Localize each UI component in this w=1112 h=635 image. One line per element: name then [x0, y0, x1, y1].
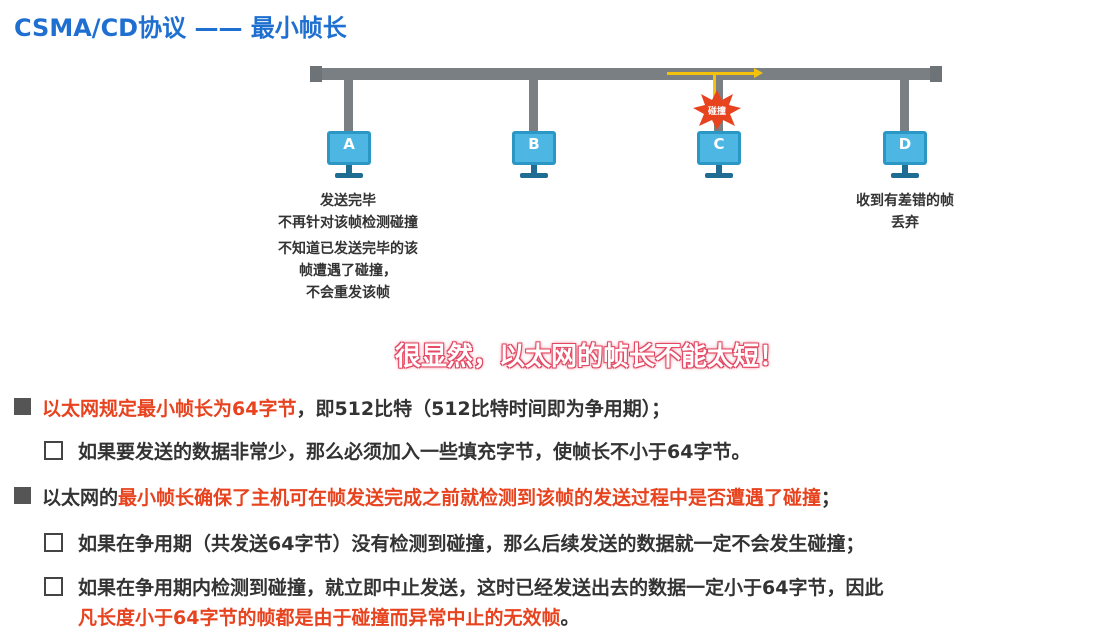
note-a-line: 不知道已发送完毕的该 [278, 241, 418, 257]
bus-line [310, 66, 942, 82]
bullet-square-icon [14, 487, 31, 504]
note-d-line: 丢弃 [891, 215, 919, 231]
bullet-2-sub-2-line-1: 如果在争用期内检测到碰撞，就立即中止发送，这时已经发送出去的数据一定小于64字节… [78, 577, 884, 599]
checkbox-icon [44, 577, 63, 596]
monitor-icon [883, 131, 927, 165]
bullet-1-rest: ，即512比特（512比特时间即为争用期）； [296, 398, 671, 420]
note-host-d: 收到有差错的帧 丢弃 [830, 190, 980, 234]
collision-burst-icon: 碰撞 [693, 90, 741, 130]
page-title: CSMA/CD协议 —— 最小帧长 [14, 14, 347, 42]
stem-a [344, 78, 353, 132]
bullet-2-pre: 以太网的 [42, 487, 119, 509]
slogan-text: 很显然，以太网的帧长不能太短！ [395, 342, 786, 372]
signal-arrow-down [713, 74, 716, 98]
host-label: D [898, 135, 912, 153]
host-label: C [713, 135, 725, 153]
monitor-icon [512, 131, 556, 165]
collision-label: 碰撞 [707, 105, 726, 117]
host-a: A [327, 131, 371, 183]
host-label: A [343, 135, 355, 153]
host-b: B [512, 131, 556, 183]
checkbox-icon [44, 441, 63, 460]
host-c: C [697, 131, 741, 183]
monitor-icon [327, 131, 371, 165]
bullet-square-icon [14, 398, 31, 415]
bullet-1: 以太网规定最小帧长为64字节，即512比特（512比特时间即为争用期）； [42, 394, 670, 421]
note-a-line: 发送完毕 [320, 193, 376, 209]
host-label: B [528, 135, 540, 153]
stem-d [900, 78, 909, 132]
checkbox-icon [44, 533, 63, 552]
bullet-2-sub-2-end: 。 [560, 607, 580, 629]
monitor-icon [697, 131, 741, 165]
bullet-2-sub-2-highlight: 凡长度小于64字节的帧都是由于碰撞而异常中止的无效帧 [78, 607, 561, 629]
bullet-1-sub: 如果要发送的数据非常少，那么必须加入一些填充字节，使帧长不小于64字节。 [78, 441, 751, 463]
stem-b [529, 78, 538, 132]
bullet-2-highlight: 最小帧长确保了主机可在帧发送完成之前就检测到该帧的发送过程中是否遭遇了碰撞 [118, 487, 822, 509]
note-host-a: 发送完毕 不再针对该帧检测碰撞 不知道已发送完毕的该 帧遭遇了碰撞， 不会重发该… [258, 190, 438, 304]
bullet-1-highlight: 以太网规定最小帧长为64字节 [42, 398, 297, 420]
note-d-line: 收到有差错的帧 [856, 193, 954, 209]
bullet-2-sub-1: 如果在争用期（共发送64字节）没有检测到碰撞，那么后续发送的数据就一定不会发生碰… [78, 533, 865, 555]
host-d: D [883, 131, 927, 183]
bus-end-right [930, 66, 942, 82]
signal-arrow [667, 68, 763, 78]
bullet-2: 以太网的最小帧长确保了主机可在帧发送完成之前就检测到该帧的发送过程中是否遭遇了碰… [42, 483, 840, 510]
bullet-2-post: ； [821, 487, 841, 509]
note-a-line: 不会重发该帧 [306, 285, 390, 301]
bus-end-left [310, 66, 322, 82]
bullet-2-sub-2-line-2: 凡长度小于64字节的帧都是由于碰撞而异常中止的无效帧。 [78, 603, 579, 630]
note-a-line: 不再针对该帧检测碰撞 [278, 215, 418, 231]
note-a-line: 帧遭遇了碰撞， [299, 263, 397, 279]
